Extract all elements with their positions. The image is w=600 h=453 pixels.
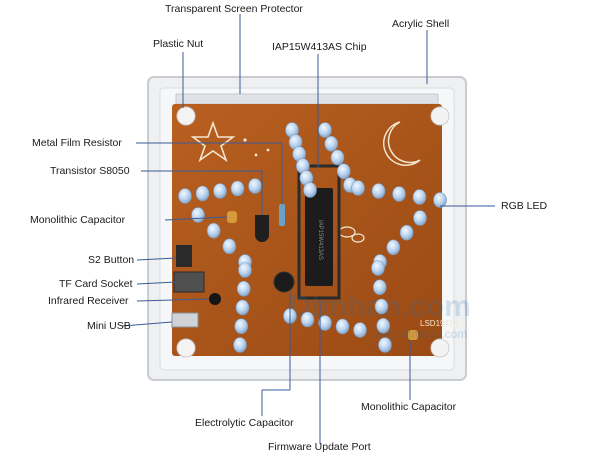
rgb-led [235, 299, 250, 316]
plastic-nut [176, 106, 196, 126]
mini-usb [171, 312, 199, 328]
ic-chip [305, 188, 333, 286]
plastic-nut [430, 106, 450, 126]
rgb-led [300, 311, 315, 328]
label-firmware-update-port: Firmware Update Port [268, 441, 371, 453]
label-chip: IAP15W413AS Chip [272, 41, 367, 53]
callout-line [136, 281, 177, 285]
rgb-led [230, 180, 245, 197]
rgb-led [399, 224, 414, 241]
callout-line [136, 298, 210, 302]
metal-film-resistor [279, 204, 285, 226]
rgb-led [248, 178, 262, 194]
rgb-led [236, 280, 251, 297]
rgb-led [335, 318, 350, 335]
label-metal-film-resistor: Metal Film Resistor [32, 137, 122, 149]
rgb-led [206, 222, 221, 239]
rgb-led [318, 122, 332, 138]
rgb-led [351, 180, 365, 196]
monolithic-capacitor-right [408, 330, 418, 340]
label-electrolytic-capacitor: Electrolytic Capacitor [195, 417, 294, 429]
rgb-led [392, 186, 406, 202]
infrared-receiver [209, 293, 221, 305]
monolithic-capacitor-left [227, 211, 237, 223]
rgb-led [318, 315, 332, 331]
rgb-led [178, 188, 192, 204]
rgb-led [378, 337, 392, 353]
label-acrylic-shell: Acrylic Shell [392, 18, 450, 30]
label-plastic-nut: Plastic Nut [153, 38, 204, 50]
rgb-led [195, 185, 210, 202]
plastic-nut [430, 338, 450, 358]
rgb-led [213, 183, 227, 199]
rgb-led [303, 182, 317, 198]
transistor-s8050 [255, 215, 269, 242]
rgb-led [376, 317, 391, 334]
rgb-led [353, 322, 367, 338]
rgb-led [412, 189, 427, 205]
label-transparent-screen-protector: Transparent Screen Protector [165, 3, 303, 15]
label-s2-button: S2 Button [88, 254, 135, 266]
watermark-sub: www.dtmhan.com [372, 327, 468, 341]
silkscreen-small-stars [243, 138, 270, 157]
rgb-led [433, 192, 447, 208]
callout-line [164, 216, 228, 221]
silkscreen-star [190, 120, 236, 163]
tf-card-socket [173, 271, 205, 293]
rgb-led [374, 298, 389, 315]
rgb-led [233, 337, 247, 353]
label-mini-usb: Mini USB [87, 320, 131, 332]
ic-socket [297, 164, 341, 300]
label-rgb-led: RGB LED [501, 200, 548, 212]
rgb-led [238, 262, 252, 278]
label-tf-card-socket: TF Card Socket [59, 278, 133, 290]
silkscreen-moon [383, 121, 421, 166]
rgb-led [330, 149, 345, 166]
chip-silk-text: IAP15W413AS [317, 220, 323, 260]
rgb-led [371, 183, 386, 199]
plastic-nut [176, 338, 196, 358]
rgb-led [371, 260, 385, 276]
rgb-led [191, 207, 205, 223]
label-transistor: Transistor S8050 [50, 165, 130, 177]
s2-button [176, 245, 192, 267]
rgb-led [222, 238, 237, 255]
label-monolithic-capacitor-left: Monolithic Capacitor [30, 214, 126, 226]
rgb-led [386, 239, 401, 256]
board-silk-label: LSD1941A [420, 319, 459, 328]
callout-line [121, 321, 173, 327]
label-monolithic-capacitor-right: Monolithic Capacitor [361, 401, 457, 413]
callout-line [136, 257, 177, 261]
label-infrared-receiver: Infrared Receiver [48, 295, 129, 307]
rgb-led [234, 318, 249, 335]
rgb-led [336, 163, 351, 180]
rgb-led [324, 135, 339, 152]
electrolytic-capacitor [273, 271, 295, 293]
screen-protector-edge [175, 93, 439, 105]
rgb-led [372, 279, 387, 296]
callout-lines [121, 14, 495, 444]
rgb-led [413, 210, 427, 226]
